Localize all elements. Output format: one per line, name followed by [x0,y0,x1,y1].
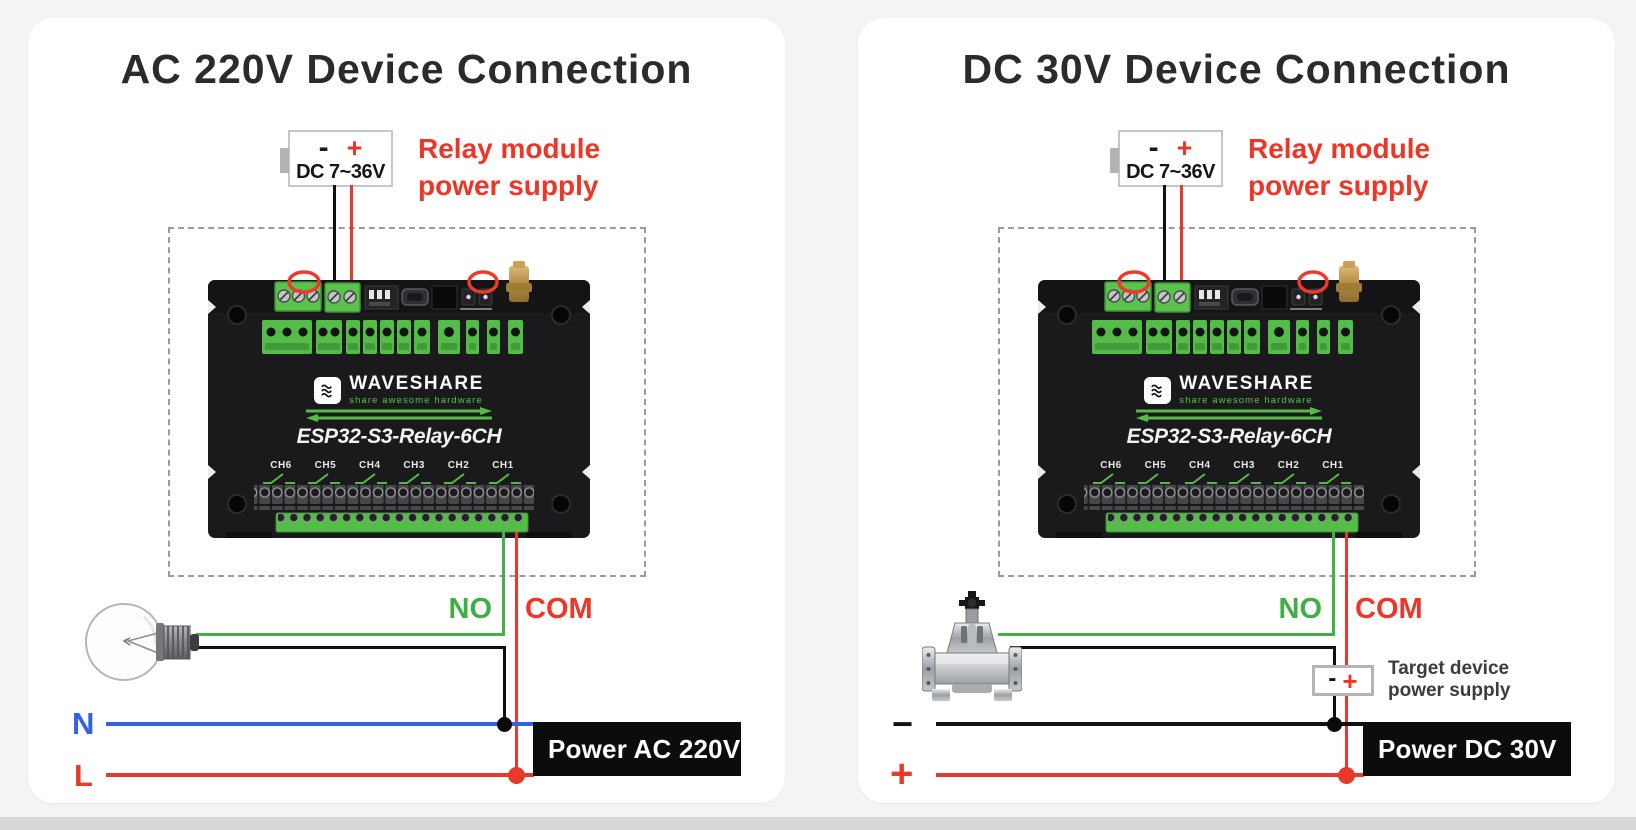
rail-negative [936,722,1364,726]
green-arrows-icon [306,407,492,422]
wire-com-vertical [1345,532,1348,777]
target-caption-line: power supply [1388,680,1511,701]
wire-device-black-horizontal [1010,646,1336,649]
wire-psu-negative [1163,185,1166,282]
wire-psu-negative [333,185,336,282]
channel-label: CH4 [1189,460,1211,471]
relay-module-artwork [208,261,590,538]
relay-psu-connector: - + DC 7~36V [1110,130,1223,187]
psu-voltage-label: DC 7~36V [1126,161,1215,183]
waveshare-logo-icon [1144,376,1172,404]
psu-minus-sign: - [318,131,329,164]
psu-terminal-tab [1110,148,1119,173]
junction-dot-red [1338,767,1355,784]
rail-live [106,773,534,777]
brand-name: WAVESHARE [1179,373,1314,394]
channel-label: CH5 [1144,460,1167,471]
psu-plus-sign: + [1176,133,1193,163]
wire-no-vertical [502,532,505,636]
wire-device-black-vertical [503,646,506,725]
wire-device-black-horizontal [198,646,506,649]
green-arrows-icon [1136,407,1322,422]
relay-psu-connector: - + DC 7~36V [280,130,393,187]
wire-psu-positive [350,185,353,282]
relay-psu-annotation: Relay module power supply [418,130,600,204]
module-boundary-dashes [168,227,646,577]
annotation-line: Relay module [1248,133,1431,164]
wire-com-vertical [515,532,518,777]
target-caption-line: Target device [1388,658,1510,679]
relay-module-artwork [1038,261,1420,538]
target-device-psu-box: - + [1312,665,1374,696]
rail-bottom-label: + [890,752,914,796]
power-source-tag: Power DC 30V [1363,722,1571,776]
channel-label: CH1 [1322,460,1344,471]
label-com: COM [525,593,593,625]
page-bottom-strip [0,817,1636,830]
module-boundary-dashes [998,227,1476,577]
channel-label: CH6 [270,460,292,471]
channel-label: CH1 [492,460,514,471]
target-minus-sign: - [1328,664,1337,692]
panel-title: AC 220V Device Connection [120,46,693,92]
label-com: COM [1355,593,1423,625]
channel-label: CH4 [359,460,381,471]
light-bulb-icon [85,603,199,681]
wire-psu-positive [1180,185,1183,282]
psu-voltage-label: DC 7~36V [296,161,385,183]
psu-terminal-tab [280,148,289,173]
channel-label: CH3 [403,460,425,471]
rail-top-label: − [892,703,914,744]
rail-bottom-label: L [74,758,93,793]
channel-label: CH6 [1100,460,1122,471]
brand-tagline: share awesome hardware [349,395,483,406]
psu-minus-sign: - [1148,131,1159,164]
waveshare-logo-icon [314,376,342,404]
channel-label: CH2 [447,460,470,471]
solenoid-valve-icon [922,591,1022,701]
rail-positive [936,773,1364,777]
brand-tagline: share awesome hardware [1179,395,1313,406]
brand-name: WAVESHARE [349,373,484,394]
rail-top-label: N [72,706,95,741]
target-device-caption: Target device power supply [1388,658,1510,702]
junction-dot-red [508,767,525,784]
panel-dc-30v: DC 30V Device Connection - + DC 7~36V Re… [858,18,1615,803]
channel-labels: CH6 CH5 CH4 CH3 CH2 CH1 [264,460,520,471]
label-no: NO [448,593,493,625]
annotation-line: power supply [418,170,599,201]
channel-labels: CH6 CH5 CH4 CH3 CH2 CH1 [1094,460,1350,471]
wire-no-horizontal [998,633,1335,636]
channel-label: CH3 [1233,460,1255,471]
relay-module: WAVESHARE share awesome hardware ESP32-S… [1038,261,1420,538]
junction-dot-black [497,717,512,732]
relay-module: WAVESHARE share awesome hardware ESP32-S… [208,261,590,538]
power-source-tag: Power AC 220V [533,722,741,776]
rail-neutral [106,722,534,726]
annotation-line: power supply [1248,170,1429,201]
annotation-line: Relay module [418,133,601,164]
wire-no-vertical [1332,532,1335,636]
relay-psu-annotation: Relay module power supply [1248,130,1430,204]
channel-label: CH5 [314,460,337,471]
panel-title: DC 30V Device Connection [962,46,1511,92]
channel-label: CH2 [1277,460,1300,471]
psu-plus-sign: + [346,133,363,163]
label-no: NO [1278,593,1323,625]
target-plus-sign: + [1342,665,1358,696]
panel-ac-220v: AC 220V Device Connection - + DC 7~36V R… [28,18,785,803]
wire-no-horizontal [196,633,505,636]
junction-dot-black [1327,717,1342,732]
module-model-name: ESP32-S3-Relay-6CH [296,425,502,448]
module-model-name: ESP32-S3-Relay-6CH [1126,425,1332,448]
